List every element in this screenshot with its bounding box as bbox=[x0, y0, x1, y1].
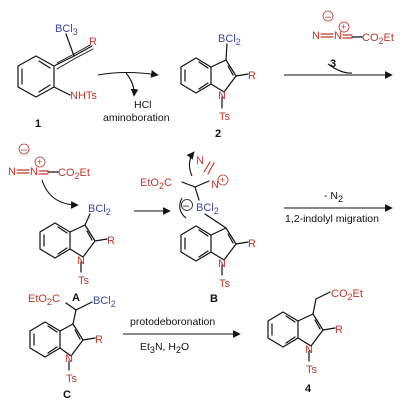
minus-charge: – bbox=[21, 144, 28, 156]
plus-charge: + bbox=[37, 157, 42, 167]
bcl3-group: BCl3 bbox=[55, 23, 78, 37]
et3n-h2o-text: Et3N, H2O bbox=[140, 341, 189, 355]
compound-3: – N N + CO2Et 3 bbox=[312, 10, 394, 70]
r-group: R bbox=[89, 36, 97, 48]
indolyl-migration-text: 1,2-indolyl migration bbox=[285, 213, 379, 225]
r-group: R bbox=[248, 70, 256, 82]
bcl2-group: BCl2 bbox=[93, 295, 116, 309]
ts-group: Ts bbox=[219, 111, 231, 123]
indole-n: N bbox=[65, 353, 73, 365]
diazo-n1: N bbox=[8, 166, 16, 178]
aminoboration-text: aminoboration bbox=[103, 112, 170, 124]
nhts-group: NHTs bbox=[70, 90, 97, 102]
compound-label-c: C bbox=[63, 389, 71, 401]
boron-minus: – bbox=[183, 200, 190, 212]
indole-n: N bbox=[305, 344, 313, 356]
minus-n2-text: - N2 bbox=[324, 190, 343, 204]
plus-charge: + bbox=[341, 22, 346, 32]
arrow-protodeboronation: protodeboronation Et3N, H2O bbox=[123, 316, 241, 355]
indole-n: N bbox=[218, 258, 226, 270]
r-group: R bbox=[107, 235, 115, 247]
bcl2-group: BCl2 bbox=[88, 203, 111, 217]
r-group: R bbox=[248, 238, 256, 250]
ts-group: Ts bbox=[78, 275, 90, 287]
diazo-n2: N bbox=[334, 30, 342, 42]
compound-label-3: 3 bbox=[330, 58, 336, 70]
ts-group: Ts bbox=[306, 364, 318, 376]
hcl-text: HCl bbox=[134, 99, 152, 111]
eto2c-group: EtO2C bbox=[140, 177, 172, 191]
protodeboronation-text: protodeboronation bbox=[130, 316, 215, 328]
arrow-diazo-addition bbox=[284, 63, 393, 79]
compound-label-2: 2 bbox=[215, 128, 221, 140]
bcl2-group: BCl2 bbox=[218, 33, 241, 47]
bcl2-group: BCl2 bbox=[196, 202, 219, 216]
co2et-group: CO2Et bbox=[331, 288, 363, 302]
diazo-n1: N bbox=[312, 30, 320, 42]
arrow-indolyl-migration: - N2 1,2-indolyl migration bbox=[284, 190, 393, 225]
ts-group: Ts bbox=[66, 373, 78, 385]
eto2c-group: EtO2C bbox=[28, 293, 60, 307]
compound-label-a: A bbox=[72, 292, 80, 304]
co2et-group: CO2Et bbox=[58, 167, 90, 181]
diazo-n-bottom: N bbox=[211, 179, 219, 191]
compound-label-4: 4 bbox=[305, 383, 312, 395]
plus-charge: + bbox=[220, 175, 225, 185]
compound-label-1: 1 bbox=[35, 118, 41, 130]
intermediate-c: EtO2C BCl2 R N Ts C bbox=[28, 293, 116, 401]
compound-4: CO2Et R N Ts 4 bbox=[267, 288, 363, 395]
arrow-aminoboration: HCl aminoboration bbox=[97, 70, 170, 124]
intermediate-a: – N N + CO2Et BCl2 R N Ts A bbox=[8, 143, 115, 304]
indole-n: N bbox=[77, 255, 85, 267]
compound-1: BCl3 R NHTs 1 bbox=[17, 23, 97, 130]
r-group: R bbox=[95, 334, 103, 346]
compound-2: BCl2 R N Ts 2 bbox=[180, 33, 256, 140]
ts-group: Ts bbox=[219, 278, 231, 290]
diazo-n2: N bbox=[30, 166, 38, 178]
intermediate-b: N N + EtO2C – BCl2 R N Ts B bbox=[140, 151, 256, 305]
co2et-group: CO2Et bbox=[362, 32, 394, 46]
indole-n: N bbox=[218, 90, 226, 102]
compound-label-b: B bbox=[210, 293, 218, 305]
minus-charge: – bbox=[325, 11, 332, 23]
diazo-n-top: N bbox=[196, 155, 204, 167]
r-group: R bbox=[335, 324, 343, 336]
